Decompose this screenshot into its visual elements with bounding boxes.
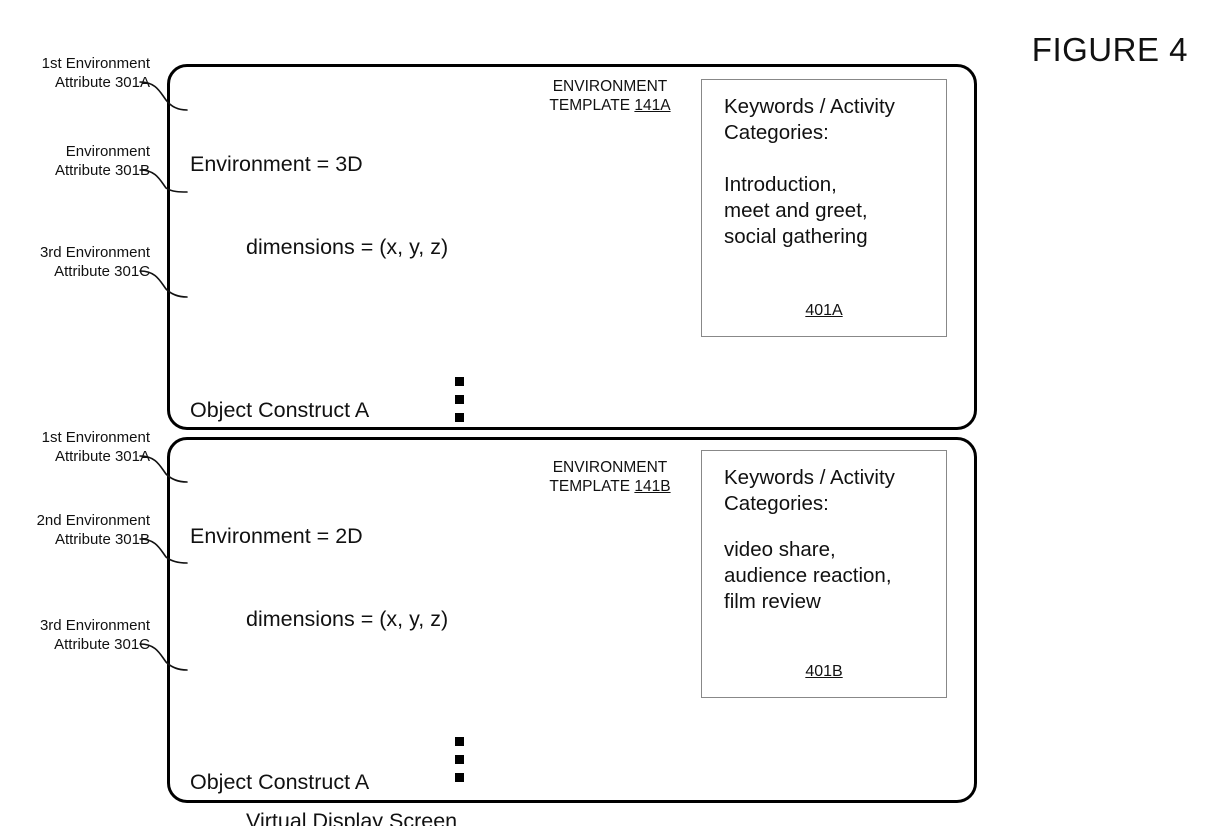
keywords-heading: Keywords / Activity Categories: [724, 95, 895, 144]
attr-spacer [190, 316, 624, 342]
template-caption-b: ENVIRONMENT TEMPLATE 141B [490, 458, 730, 496]
attr-line: dimensions = (x, y, z) [246, 606, 449, 631]
attr-line: Virtual Display Screen [246, 809, 458, 826]
keywords-activity-box-a: Keywords / Activity Categories: Introduc… [701, 79, 947, 337]
template-ref-141b: 141B [634, 478, 671, 495]
callout-label-a-301c: 3rd Environment Attribute 301C [39, 244, 150, 280]
attr-line: Environment = 3D [190, 152, 363, 176]
callout-label-b-301b: 2nd Environment Attribute 301B [36, 512, 150, 548]
environment-template-panel-a: ENVIRONMENT TEMPLATE 141A Environment = … [167, 64, 977, 826]
template-b-attribute-text: Environment = 2D dimensions = (x, y, z) … [190, 468, 559, 826]
callout-label-a-301a: 1st Environment Attribute 301A [41, 55, 150, 91]
keywords-activity-box-b: Keywords / Activity Categories: video sh… [701, 450, 947, 698]
ellipsis-dot [455, 737, 464, 746]
template-caption-a-line2: TEMPLATE [549, 97, 635, 114]
template-caption-a: ENVIRONMENT TEMPLATE 141A [490, 77, 730, 115]
page-title: FIGURE 4 [1031, 31, 1188, 68]
ellipsis-dot [455, 773, 464, 782]
attr-line: Environment = 2D [190, 524, 363, 548]
vertical-ellipsis-icon [455, 377, 464, 431]
keywords-list: Introduction, meet and greet, social gat… [724, 173, 868, 248]
template-caption-b-line2: TEMPLATE [549, 478, 635, 495]
ellipsis-dot [455, 395, 464, 404]
attr-line: Object Construct A [190, 398, 370, 422]
callout-label-a-301b: Environment Attribute 301B [54, 143, 150, 179]
vertical-ellipsis-icon [455, 737, 464, 791]
attr-line: Object Construct A [190, 770, 370, 794]
keywords-ref-401a: 401A [805, 302, 843, 319]
template-caption-b-line1: ENVIRONMENT [552, 459, 668, 476]
keywords-heading: Keywords / Activity Categories: [724, 466, 895, 515]
callout-label-b-301c: 3rd Environment Attribute 301C [39, 617, 150, 653]
ellipsis-dot [455, 413, 464, 422]
callout-label-b-301a: 1st Environment Attribute 301A [41, 429, 150, 465]
environment-template-panel-b: ENVIRONMENT TEMPLATE 141B Environment = … [167, 437, 977, 803]
attr-line: dimensions = (x, y, z) [246, 234, 449, 259]
ellipsis-dot [455, 377, 464, 386]
ellipsis-dot [455, 755, 464, 764]
template-caption-a-line1: ENVIRONMENT [552, 78, 668, 95]
attr-spacer [190, 688, 559, 714]
keywords-ref-401b: 401B [805, 663, 843, 680]
keywords-list: video share, audience reaction, film rev… [724, 538, 892, 613]
template-ref-141a: 141A [634, 97, 671, 114]
